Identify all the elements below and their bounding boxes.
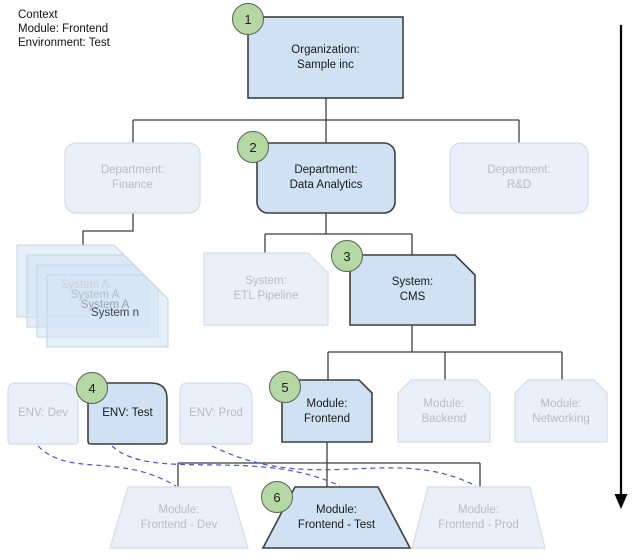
node-env-dev[interactable] [7, 382, 79, 445]
link-env-dev-to-frontend-dev [37, 445, 177, 487]
context-annotation: Context Module: Frontend Environment: Te… [18, 8, 110, 50]
node-dept-finance[interactable] [64, 142, 201, 214]
step-badge-3-number: 3 [343, 248, 351, 264]
link-env-prod-to-frontend-prod [211, 445, 477, 487]
node-dept-data-analytics[interactable] [256, 142, 396, 214]
node-frontend-test[interactable] [261, 486, 412, 549]
step-badge-4[interactable]: 4 [76, 372, 108, 404]
step-badge-6-number: 6 [273, 489, 281, 505]
node-system-etl[interactable] [203, 252, 329, 326]
edge-cms-to-modules [327, 325, 563, 380]
node-system-cms[interactable] [349, 254, 476, 326]
node-frontend-prod[interactable] [411, 486, 546, 549]
node-module-networking[interactable] [514, 379, 608, 443]
node-system-stack-n[interactable] [46, 274, 169, 348]
step-badge-2-number: 2 [249, 139, 257, 155]
step-badge-1[interactable]: 1 [232, 3, 264, 35]
link-env-test-to-frontend-test [111, 445, 341, 487]
step-badge-4-number: 4 [88, 380, 96, 396]
step-badge-6[interactable]: 6 [261, 481, 293, 513]
node-module-backend[interactable] [397, 379, 491, 443]
step-badge-2[interactable]: 2 [237, 131, 269, 163]
edge-finance-to-systems [82, 213, 134, 246]
node-dept-rd[interactable] [449, 142, 589, 214]
edge-frontend-to-instances [177, 442, 481, 487]
edge-da-to-systems [264, 213, 413, 255]
context-module-line: Module: Frontend [18, 23, 109, 35]
step-badge-1-number: 1 [244, 11, 252, 27]
step-badge-3[interactable]: 3 [331, 240, 363, 272]
context-title: Context [18, 9, 58, 21]
context-environment-line: Environment: Test [18, 37, 110, 49]
node-frontend-dev[interactable] [109, 486, 249, 549]
timeline-arrow-head [614, 494, 628, 509]
edge-org-to-departments [132, 98, 520, 143]
step-badge-5-number: 5 [281, 379, 289, 395]
node-env-prod[interactable] [179, 382, 253, 445]
node-organization[interactable] [247, 16, 404, 99]
step-badge-5[interactable]: 5 [269, 371, 301, 403]
